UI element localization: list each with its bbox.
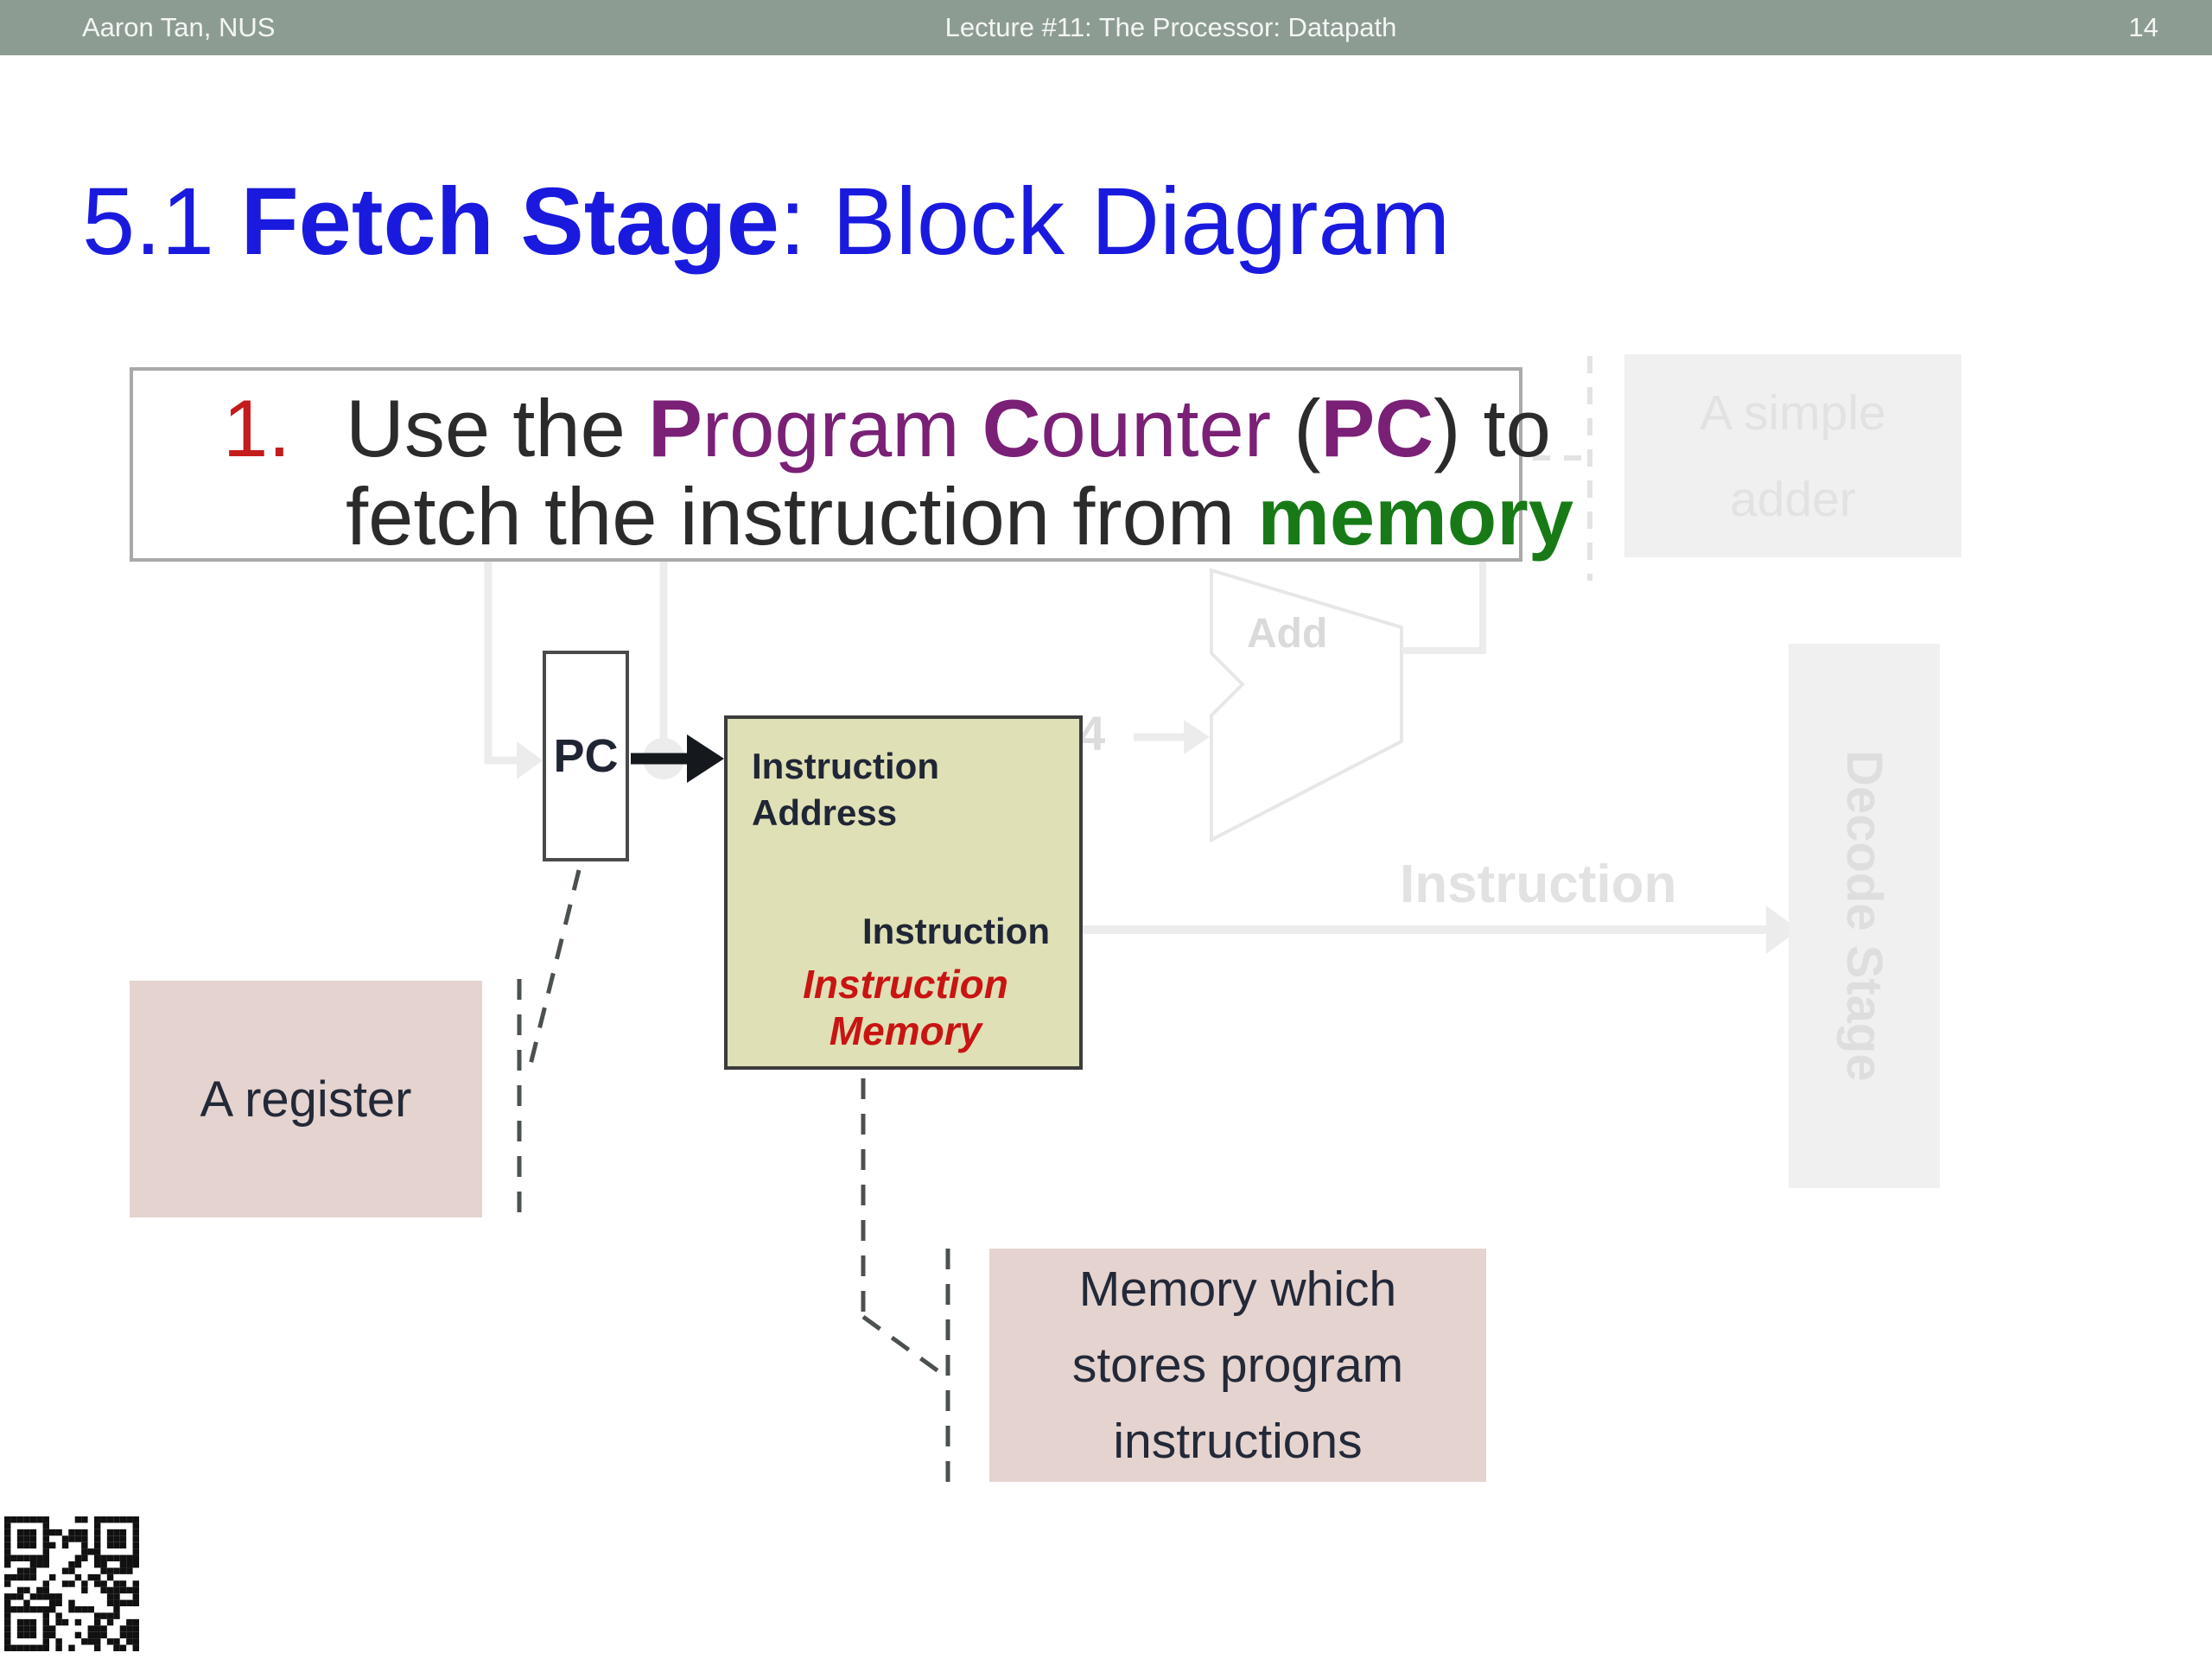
simple-adder-callout-label: A simple adder: [1700, 385, 1886, 527]
qr-code: [4, 1516, 139, 1651]
pc-register-box: PC: [543, 651, 629, 861]
slide-title-emphasis: Fetch Stage: [240, 168, 779, 275]
slide-title: 5.1 Fetch Stage: Block Diagram: [82, 166, 1450, 278]
faded-4-arrowhead: [1184, 720, 1210, 754]
qr-modules: [4, 1516, 139, 1651]
instruction-bus-label: Instruction: [1400, 855, 1677, 914]
note-box: 1. Use the Program Counter (PC) to fetch…: [130, 367, 1573, 562]
register-callout-leader-diagonal: [526, 869, 582, 1072]
memory-callout-leader-diagonal: [861, 1314, 946, 1378]
note-number: 1.: [223, 383, 291, 474]
header-page-number: 14: [2128, 12, 2158, 42]
pc-label: PC: [553, 730, 619, 782]
instruction-memory-title: Instruction Memory: [803, 962, 1008, 1053]
slide-title-rest: : Block Diagram: [779, 168, 1451, 275]
instruction-memory-box: Instruction Address Instruction Instruct…: [724, 715, 1083, 1070]
adder-shape: [1210, 568, 1403, 843]
faded-adder-output-line: [1402, 562, 1486, 654]
header-lecture-title: Lecture #11: The Processor: Datapath: [944, 12, 1397, 42]
register-callout-box: A register: [130, 981, 482, 1217]
simple-adder-callout-box: A simple adder: [1624, 354, 1961, 557]
adder-input-constant: 4: [1078, 706, 1106, 760]
slide-title-number: 5.1: [82, 168, 241, 275]
register-callout-label: A register: [200, 1071, 412, 1128]
note-line-2: fetch the instruction from memory: [346, 471, 1574, 562]
memory-callout-box: Memory which stores program instructions: [989, 1249, 1486, 1482]
instruction-address-port-label: Instruction Address: [752, 746, 939, 833]
faded-pc-in-arrowhead: [517, 741, 543, 779]
note-line-1: Use the Program Counter (PC) to: [346, 383, 1551, 474]
decode-stage-box: Decode Stage: [1789, 644, 1940, 1188]
header-bar: Aaron Tan, NUS Lecture #11: The Processo…: [0, 0, 2212, 55]
instruction-output-port-label: Instruction: [862, 911, 1050, 951]
pc-to-memory-arrowhead: [687, 734, 724, 783]
faded-instruction-arrowhead: [1766, 906, 1799, 954]
note-text: Use the Program Counter (PC) to fetch th…: [346, 385, 1573, 561]
callout-leader-lines: [517, 869, 950, 1491]
adder-label: Add: [1247, 611, 1328, 657]
header-author: Aaron Tan, NUS: [82, 12, 276, 42]
faded-pc-feedback-line: [484, 562, 518, 765]
decode-stage-label: Decode Stage: [1836, 750, 1892, 1082]
memory-callout-label: Memory which stores program instructions: [1071, 1262, 1404, 1469]
